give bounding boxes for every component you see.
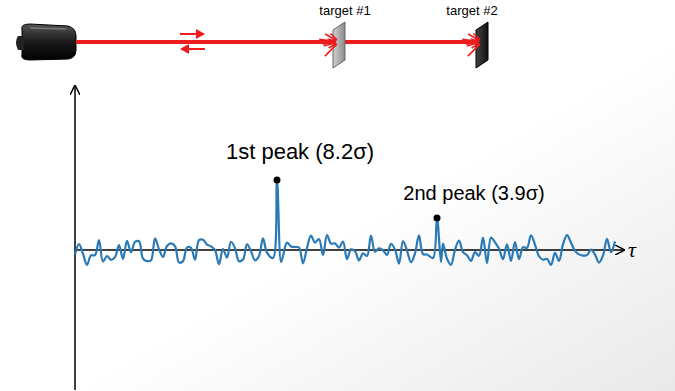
signal-trace: [75, 180, 615, 265]
y-axis: [74, 86, 76, 390]
laser-beam: [76, 40, 484, 44]
scatter-rays: [319, 34, 337, 57]
peak-label: 1st peak (8.2σ): [226, 140, 374, 164]
peak-dot: [274, 177, 281, 184]
peak-label: 2nd peak (3.9σ): [403, 182, 544, 204]
target-label: target #1: [319, 4, 370, 18]
direction-arrows: [180, 30, 205, 53]
lidar-device: [16, 24, 76, 60]
axis-label: τ: [628, 238, 636, 262]
scatter-rays: [462, 34, 480, 57]
peak-dot: [434, 215, 441, 222]
target-label: target #2: [446, 4, 497, 18]
